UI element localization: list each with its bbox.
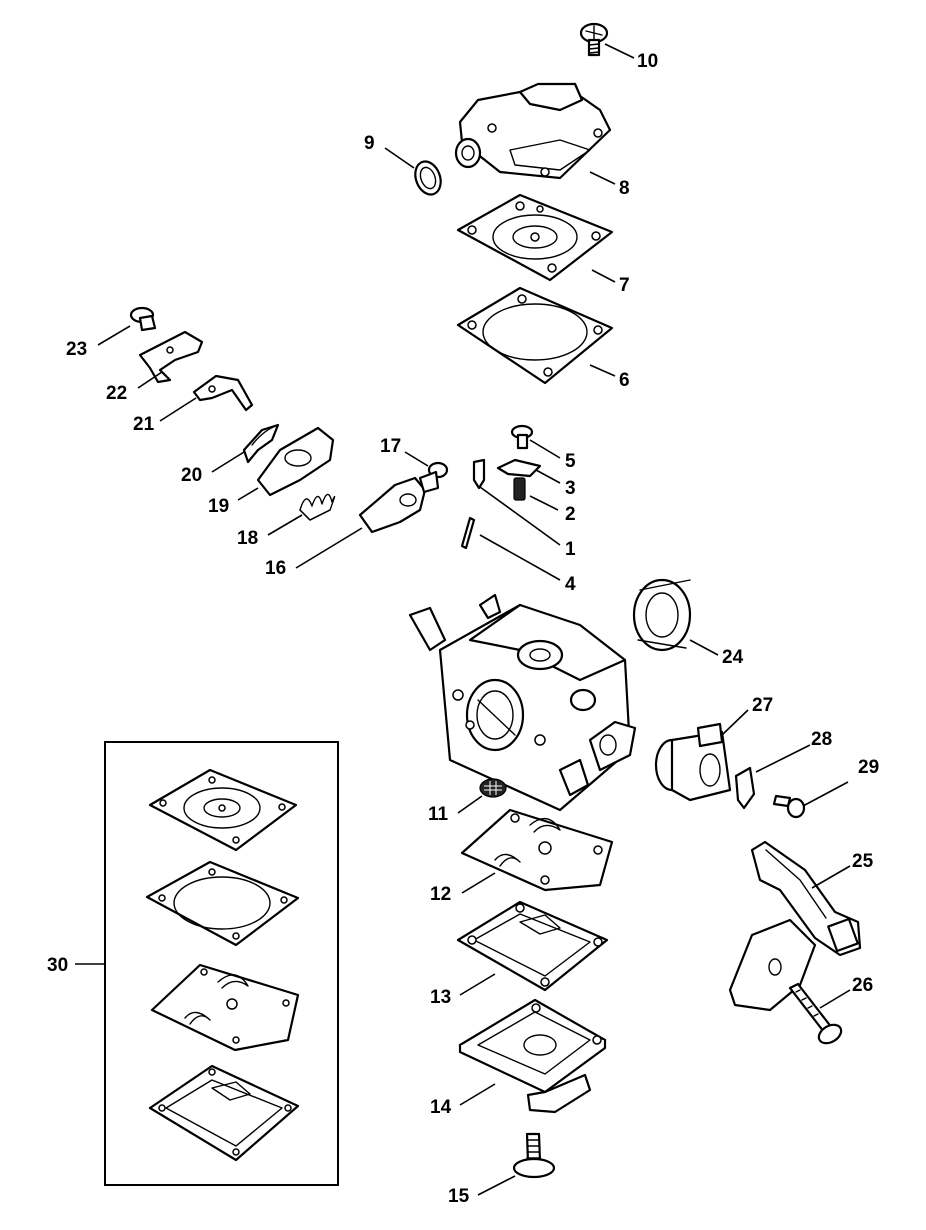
callout-27: 27: [752, 695, 773, 716]
part-14-cover: [458, 998, 607, 1114]
callout-28: 28: [811, 729, 832, 750]
part-24-housing: [632, 578, 692, 652]
callout-6: 6: [619, 370, 630, 391]
part-13-gasket: [456, 900, 609, 992]
callout-23: 23: [66, 339, 87, 360]
part-22-lever: [138, 330, 204, 384]
callout-1: 1: [565, 539, 576, 560]
part-11-filter-screen: [479, 778, 507, 798]
kit-box: [104, 741, 339, 1186]
callout-3: 3: [565, 478, 576, 499]
part-15-screw: [512, 1132, 556, 1179]
callout-14: 14: [430, 1097, 452, 1118]
callout-26: 26: [852, 975, 873, 996]
callout-18: 18: [237, 528, 258, 549]
callout-10: 10: [637, 51, 658, 72]
part-28-clip: [734, 766, 756, 810]
carburetor-body: [408, 593, 637, 812]
part-23-screw: [129, 306, 157, 332]
part-3-lever: [496, 458, 542, 478]
part-1-needle: [472, 458, 486, 490]
part-9-o-ring: [414, 160, 442, 196]
part-7-diaphragm: [456, 193, 614, 282]
callout-29: 29: [858, 757, 879, 778]
part-27-throttle-sleeve: [654, 722, 732, 802]
callout-11: 11: [428, 804, 449, 825]
part-2-spring: [513, 477, 526, 501]
part-26-bolt: [788, 982, 843, 1045]
callout-5: 5: [565, 451, 576, 472]
leader-lines: [75, 43, 851, 1196]
part-4-pin: [460, 516, 476, 550]
callout-7: 7: [619, 275, 630, 296]
part-18-spring: [299, 493, 336, 521]
callout-16: 16: [265, 558, 286, 579]
callout-19: 19: [208, 496, 229, 517]
callout-30: 30: [47, 955, 68, 976]
part-19-choke-shutter: [256, 426, 335, 497]
part-29-screw: [772, 794, 806, 819]
part-12-gasket: [460, 808, 614, 892]
part-21-lever: [192, 374, 254, 412]
callout-15: 15: [448, 1186, 470, 1207]
part-20-spring-clip: [242, 423, 280, 464]
callout-4: 4: [565, 574, 576, 595]
callout-8: 8: [619, 178, 630, 199]
part-25-bracket: [728, 840, 862, 1012]
part-17-screw: [418, 461, 449, 494]
callout-labels: 10 9 8 7 6 23 22 21 20 19 18 16 17 5 3 2…: [47, 51, 879, 1207]
part-5-screw: [510, 424, 534, 450]
callout-24: 24: [722, 647, 744, 668]
callout-17: 17: [380, 436, 401, 457]
callout-2: 2: [565, 504, 576, 525]
part-10-screw: [579, 22, 609, 57]
part-6-gasket: [456, 286, 614, 385]
callout-21: 21: [133, 414, 155, 435]
callout-13: 13: [430, 987, 451, 1008]
callout-12: 12: [430, 884, 451, 905]
callout-20: 20: [181, 465, 202, 486]
part-8-pump-cover: [454, 82, 612, 180]
callout-25: 25: [852, 851, 874, 872]
callout-9: 9: [364, 133, 375, 154]
callout-22: 22: [106, 383, 127, 404]
part-16-lever-arm: [358, 476, 427, 534]
